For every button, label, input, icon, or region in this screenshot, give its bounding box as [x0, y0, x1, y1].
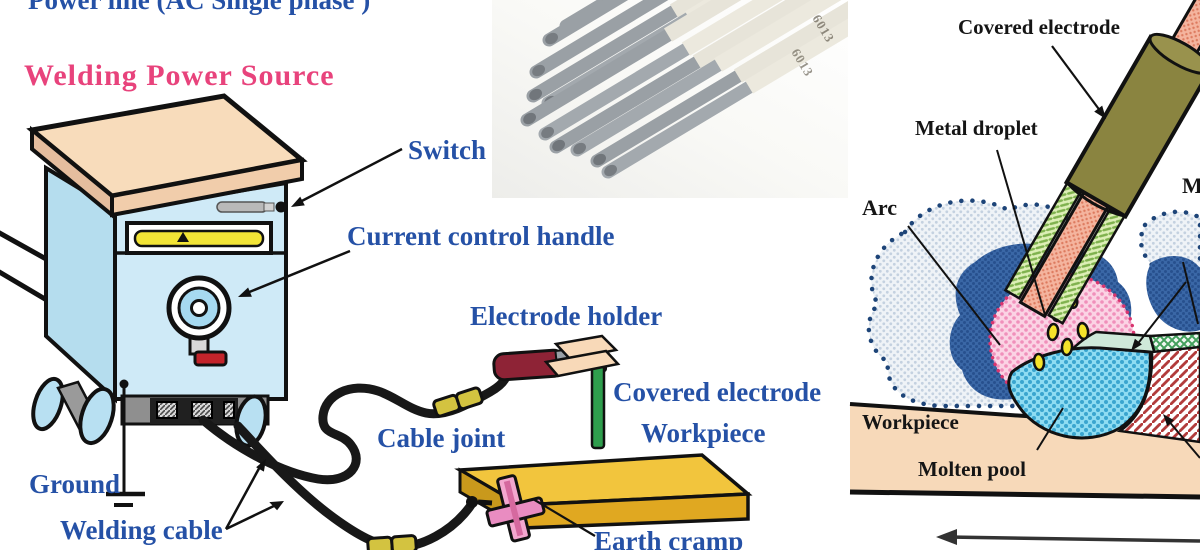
- machine-wheel-back: [31, 376, 65, 432]
- partial-label-m: M: [1182, 173, 1200, 198]
- partial-label-pointer: [1131, 261, 1199, 351]
- electrode-holder-label: Electrode holder: [470, 301, 663, 331]
- electrode-rod: [542, 0, 629, 47]
- electrode-rod: [549, 0, 816, 154]
- power-line-label: Power line (AC Single phase ): [28, 0, 371, 15]
- earth-cramp-pointer: [532, 498, 596, 537]
- welding-cable-label: Welding cable: [60, 515, 223, 545]
- molten-pool-pointer: [1036, 407, 1064, 451]
- workpiece-label-left: Workpiece: [641, 418, 766, 448]
- cable-socket: [156, 401, 178, 419]
- electrode-rod: [538, 0, 783, 141]
- earth-cramp-label: Earth cramp: [594, 526, 744, 550]
- welding-power-source-title: Welding Power Source: [24, 59, 335, 92]
- metal-droplet-label: Metal droplet: [915, 116, 1038, 140]
- electrode-holder-graphic: [492, 334, 621, 450]
- electrode-rod: [601, 18, 848, 179]
- metal-droplet-pointer: [996, 149, 1046, 316]
- covered-electrode-rod: [590, 364, 606, 450]
- switch-label: Switch: [408, 135, 487, 165]
- weld-metal-pointer: [1163, 414, 1200, 459]
- cable-socket: [223, 401, 235, 419]
- ground-symbol: [106, 379, 145, 507]
- workpiece-label-right: Workpiece: [862, 410, 959, 434]
- covered-electrode-arrow: [1051, 45, 1106, 119]
- electrode-rod: [526, 0, 708, 103]
- cable-joint-2: [366, 534, 418, 550]
- current-control-arrow: [238, 249, 351, 297]
- current-control-handle-label: Current control handle: [347, 221, 615, 251]
- molten-pool-label: Molten pool: [918, 457, 1026, 481]
- covered-electrode-label-right: Covered electrode: [958, 15, 1120, 39]
- arc-pointer: [907, 225, 1001, 346]
- electrode-photo: 6013 6013: [492, 0, 848, 198]
- covered-electrode-label-left: Covered electrode: [613, 377, 822, 407]
- arc-label: Arc: [862, 195, 898, 220]
- electrode-rod: [570, 0, 842, 157]
- cable-joint-label: Cable joint: [377, 423, 506, 453]
- gas-cloud-inner-right: [1146, 256, 1200, 332]
- current-indicator: [125, 221, 273, 255]
- switch-arrow: [291, 147, 403, 207]
- switch-lever: [216, 201, 287, 213]
- covered-electrode-graphic: [1003, 0, 1200, 325]
- welding-machine: [26, 93, 308, 507]
- current-control-dial: [166, 275, 232, 367]
- electrode-rod: [520, 0, 742, 127]
- ground-label: Ground: [29, 469, 121, 499]
- cable-socket: [191, 401, 213, 419]
- electrode-rod: [590, 0, 848, 168]
- electrode-rod: [529, 0, 669, 79]
- machine-top-strip-side: [30, 125, 114, 220]
- cable-joint-1: [432, 386, 484, 418]
- welding-cable-arrows: [224, 459, 284, 531]
- earth-clamp: [466, 474, 546, 543]
- welding-direction-arrow: [936, 529, 1200, 545]
- machine-wheel-front: [78, 386, 116, 446]
- arc-process-diagram: [849, 0, 1200, 545]
